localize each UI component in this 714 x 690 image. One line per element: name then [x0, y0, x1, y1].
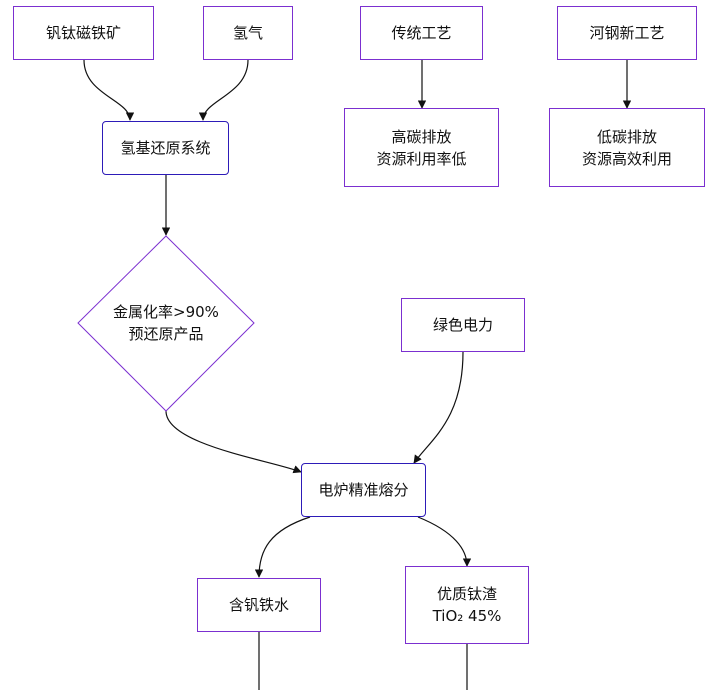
- low-carbon-line-2: 资源高效利用: [581, 149, 672, 168]
- low-carbon-node: 低碳排放 资源高效利用: [549, 108, 705, 187]
- vanadium-magnetite-node: 钒钛磁铁矿: [13, 6, 154, 60]
- high-carbon-line-2: 资源利用率低: [376, 149, 467, 168]
- traditional-process-label: 传统工艺: [391, 24, 452, 42]
- titanium-slag-line-2: TiO₂ 45%: [432, 607, 502, 625]
- edge-furnace-to-iron: [254, 516, 311, 578]
- edge-diamond-to-furnace: [165, 410, 302, 474]
- edge-hydrogen-to-system: [198, 59, 249, 121]
- hydrogen-reduction-system-node: 氢基还原系统: [102, 121, 229, 175]
- electric-furnace-label: 电炉精准熔分: [318, 481, 409, 499]
- edge-furnace-to-slag: [417, 516, 472, 567]
- electric-furnace-node: 电炉精准熔分: [301, 463, 426, 517]
- hegang-process-label: 河钢新工艺: [589, 24, 665, 42]
- prereduced-product-line-1: 金属化率>90%: [113, 303, 219, 321]
- vanadium-iron-node: 含钒铁水: [197, 578, 321, 632]
- low-carbon-line-1: 低碳排放: [596, 127, 657, 146]
- green-power-label: 绿色电力: [432, 316, 493, 334]
- hegang-process-node: 河钢新工艺: [557, 6, 697, 60]
- edge-ore-to-system: [83, 59, 135, 121]
- green-power-node: 绿色电力: [401, 298, 525, 352]
- high-carbon-node: 高碳排放 资源利用率低: [344, 108, 499, 187]
- titanium-slag-node: 优质钛渣 TiO₂ 45%: [405, 566, 529, 644]
- vanadium-iron-label: 含钒铁水: [228, 596, 289, 614]
- hydrogen-node: 氢气: [203, 6, 293, 60]
- hydrogen-reduction-system-label: 氢基还原系统: [120, 139, 211, 157]
- hydrogen-label: 氢气: [232, 24, 263, 42]
- prereduced-product-line-2: 预还原产品: [128, 325, 204, 343]
- titanium-slag-line-1: 优质钛渣: [436, 585, 497, 603]
- prereduced-product-diamond: [77, 235, 255, 412]
- prereduced-product-label: 金属化率>90% 预还原产品: [96, 298, 236, 348]
- traditional-process-node: 传统工艺: [360, 6, 483, 60]
- high-carbon-line-1: 高碳排放: [391, 127, 452, 146]
- vanadium-magnetite-label: 钒钛磁铁矿: [45, 24, 121, 42]
- edge-power-to-furnace: [413, 351, 464, 464]
